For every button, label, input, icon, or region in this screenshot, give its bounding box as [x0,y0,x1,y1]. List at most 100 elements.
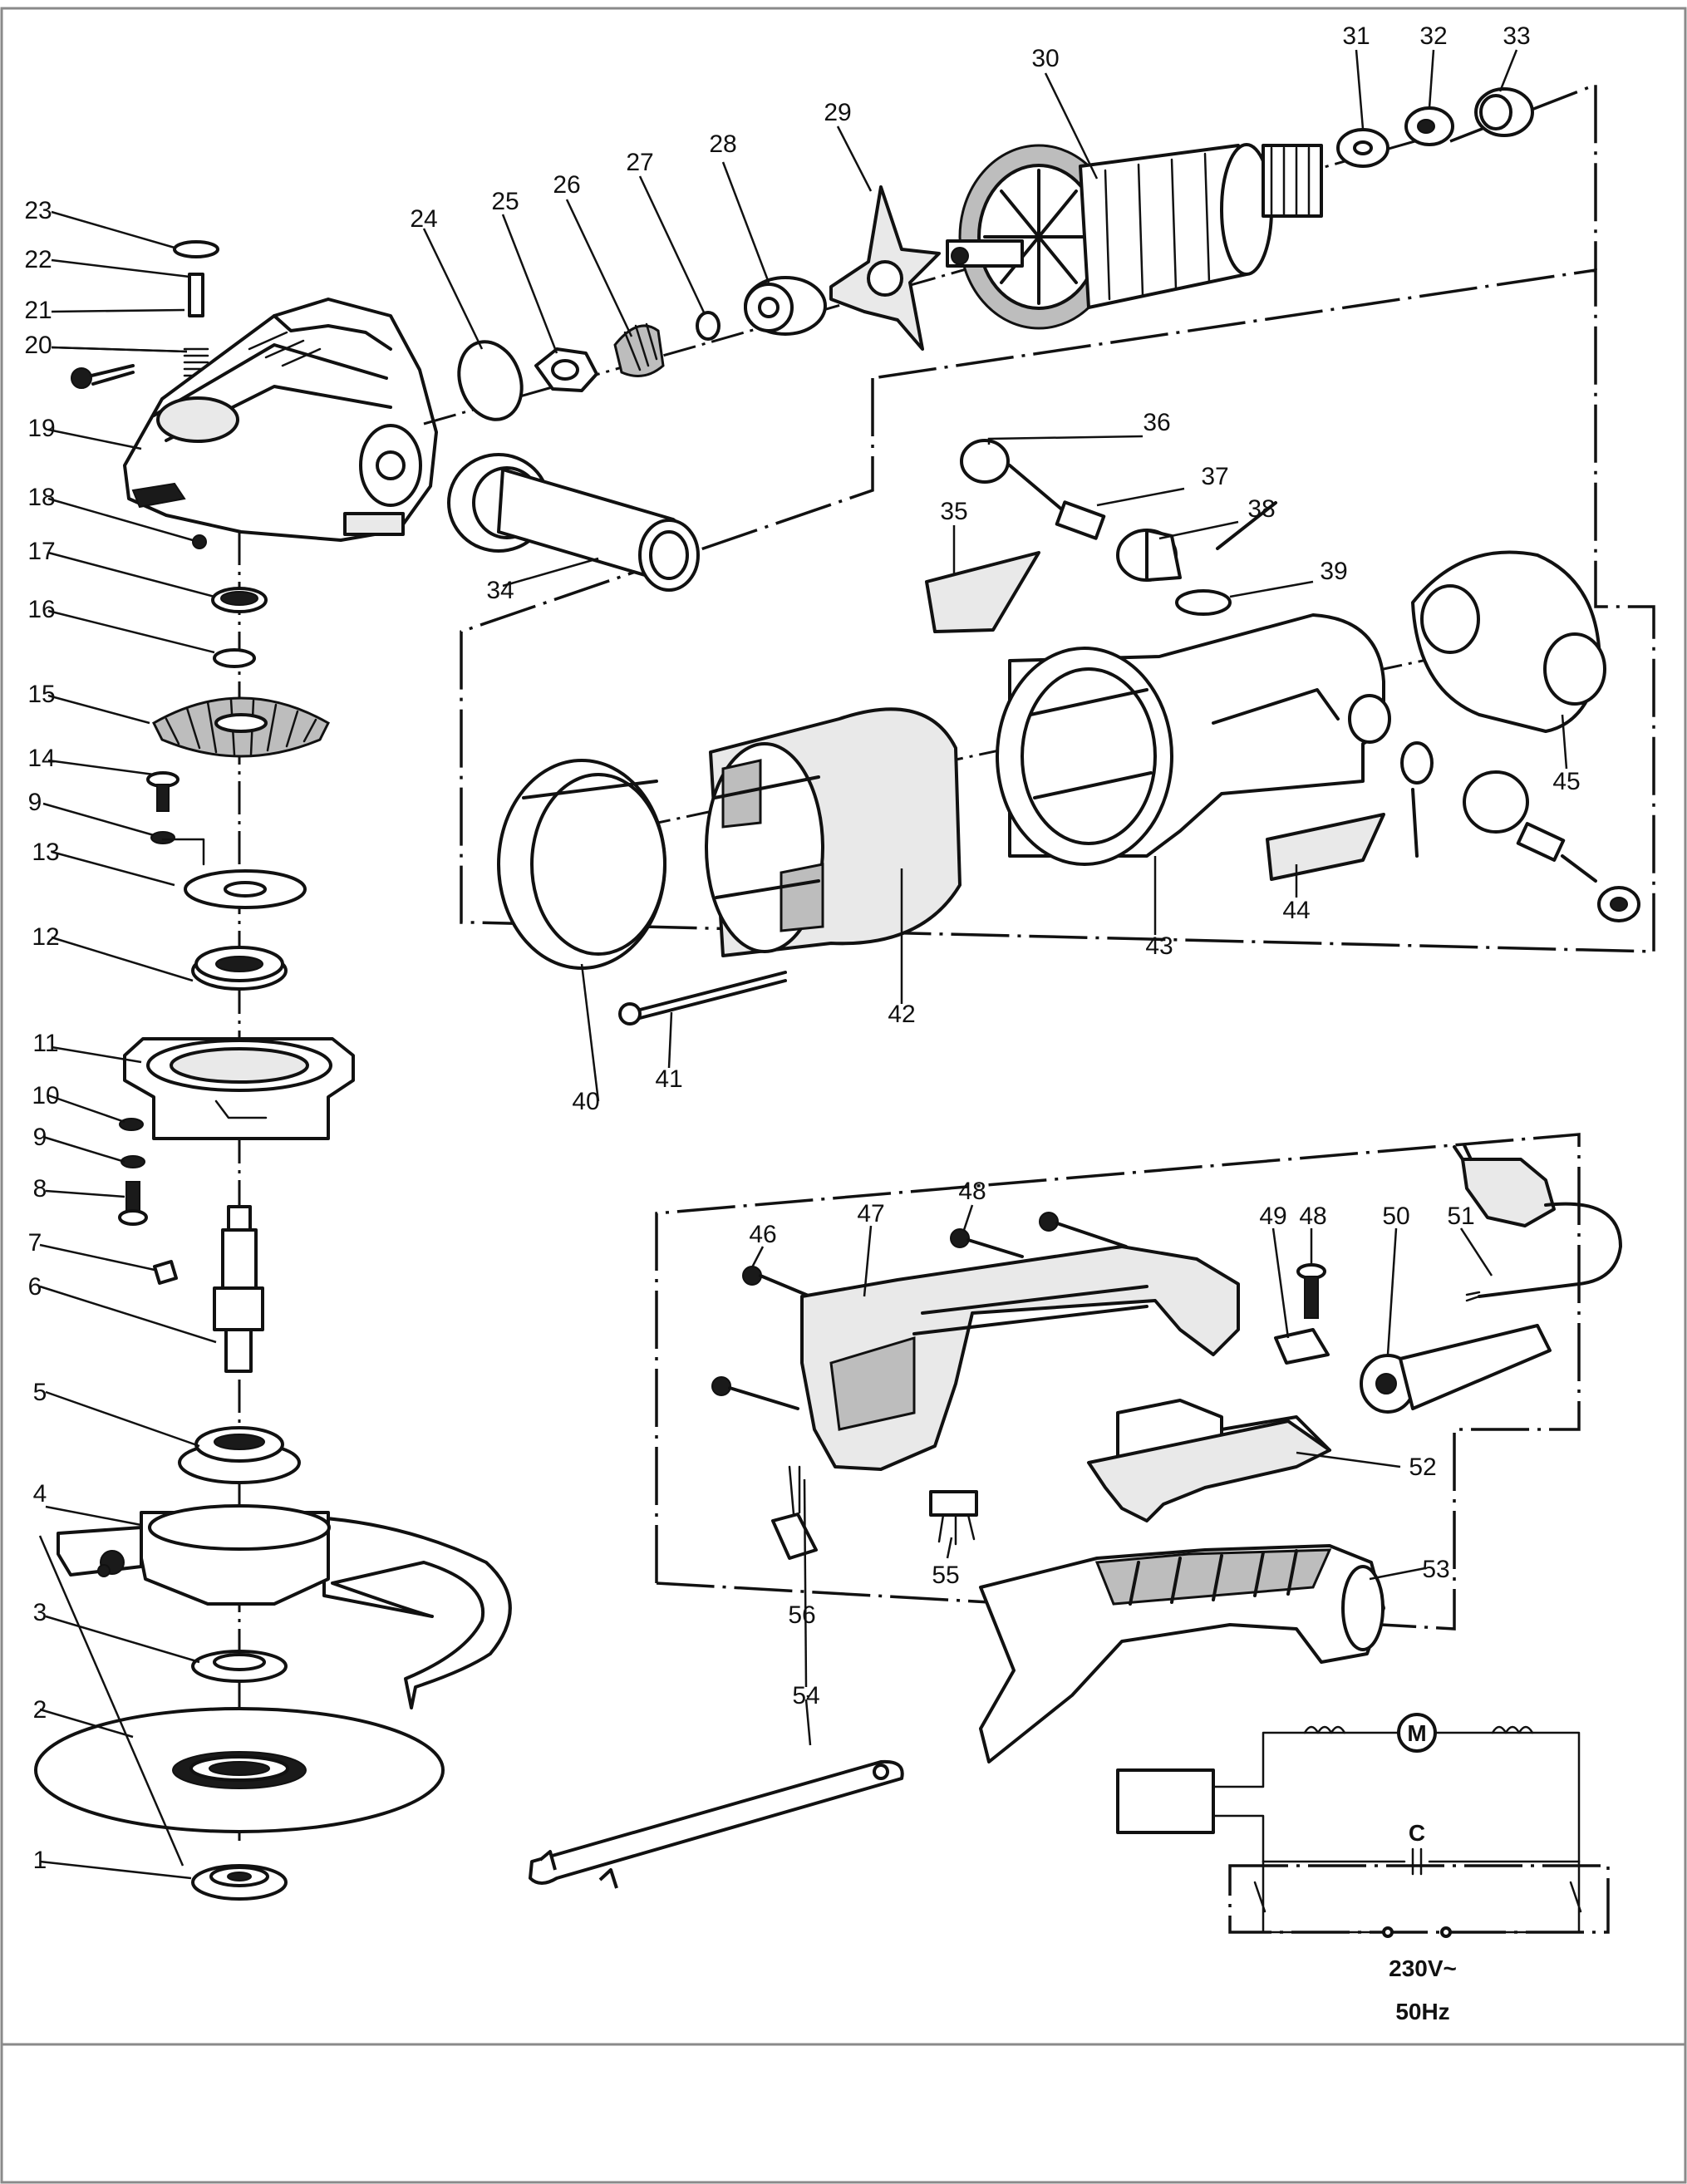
part-28-bearing [744,276,827,336]
label-part-41: 41 [655,1065,682,1093]
label-part-42: 42 [888,1001,915,1028]
part-41-stator-screw [618,971,787,1026]
part-36-brush-cap [960,439,1010,484]
part-7-key [153,1260,178,1285]
part-35-label [925,551,1040,633]
part-3-outer-flange [191,1650,288,1683]
label-part-50: 50 [1382,1203,1409,1230]
label-part-36: 36 [1143,409,1170,436]
label-part-48-top: 48 [958,1178,986,1205]
brush-wire-upper [1216,501,1277,550]
page-frame [0,7,1687,2184]
label-part-11: 11 [32,1030,58,1057]
motor-symbol [1397,1713,1437,1753]
part-25-nut [534,347,598,392]
label-part-4: 4 [33,1480,47,1508]
label-part-34: 34 [486,577,514,604]
part-36-spring-right [1561,854,1597,883]
label-part-37: 37 [1201,463,1228,490]
label-part-53: 53 [1422,1556,1449,1583]
part-26-pinion-gear [613,322,665,377]
part-39-o-ring [1175,589,1232,616]
part-54-spanner-wrench [529,1759,904,1889]
label-part-44: 44 [1282,897,1310,924]
label-part-16: 16 [27,596,55,623]
leader-lines [38,49,1568,1880]
part-14-screw [146,771,180,812]
part-12-bearing [191,946,288,991]
wiring-controller-box [1116,1768,1215,1834]
label-part-54: 54 [792,1682,819,1709]
label-part-23: 23 [24,197,52,224]
motor-label: M [1407,1720,1426,1746]
part-21-spring [183,347,209,377]
part-51-power-cord [1453,1144,1622,1302]
label-part-10: 10 [32,1082,59,1109]
label-part-18: 18 [27,484,55,511]
part-38-brush-holder-right [1463,770,1529,834]
part-9-washer-upper [150,831,175,844]
handle-group-outline [655,1133,1581,1631]
label-part-35: 35 [940,498,967,525]
part-4-wheel-guard [57,1504,512,1709]
label-part-51: 51 [1447,1203,1474,1230]
label-part-47: 47 [857,1200,884,1227]
label-part-55: 55 [932,1562,959,1589]
label-part-12: 12 [32,923,59,951]
part-17-bearing [211,587,268,613]
label-part-7: 7 [28,1229,42,1257]
field-coil-left [1303,1725,1346,1734]
part-19-gear-housing [123,298,438,542]
label-part-3: 3 [33,1599,47,1626]
field-coil-right [1491,1725,1534,1734]
label-part-28: 28 [709,130,736,158]
label-part-49: 49 [1259,1203,1286,1230]
part-56-capacitor [771,1465,818,1560]
part-30-armature [946,143,1323,330]
label-part-24: 24 [410,205,437,233]
part-50-cable-sleeve [1360,1324,1552,1414]
part-46-screw-lower [711,1376,799,1410]
part-23-cap [173,240,219,258]
part-55-suppressor [929,1490,978,1546]
label-part-43: 43 [1145,932,1173,960]
label-part-17: 17 [27,538,55,565]
part-11-bearing-flange [123,1037,355,1140]
part-48-screw [950,1228,1024,1258]
part-40-baffle-ring [497,759,666,970]
brush-cap-hole [1610,897,1628,912]
label-part-56: 56 [788,1601,815,1629]
label-part-9-lower: 9 [33,1124,47,1151]
label-part-40: 40 [572,1088,599,1115]
part-31-washer [1336,128,1389,168]
part-1-flange-nut [191,1864,288,1901]
switch-contacts-outline [1228,1864,1610,1934]
part-8-screw [118,1181,148,1226]
part-37-carbon-brush-right [1516,822,1566,862]
part-36-spring [1008,464,1065,513]
part-39-o-ring-right [1400,741,1434,785]
label-part-15: 15 [27,681,55,708]
brush-wire-lower [1411,788,1419,858]
label-part-21: 21 [24,297,52,324]
label-part-1: 1 [33,1847,47,1874]
wiring-diagram: M C 230V~ 50Hz [1116,1713,1610,2024]
label-part-31: 31 [1342,22,1370,50]
part-42-stator [705,707,962,957]
part-46-screw [742,1266,812,1298]
label-part-38: 38 [1247,495,1275,523]
part-16-circlip [213,648,256,668]
part-37-carbon-brush [1055,500,1106,540]
label-part-20: 20 [24,332,52,359]
part-53-handle-cover [979,1544,1385,1763]
part-48-screw-right [1296,1263,1326,1319]
label-part-52: 52 [1409,1454,1436,1481]
part-20-screw [71,364,135,389]
voltage-label: 230V~ [1389,1955,1457,1981]
part-49-cable-clamp [1274,1328,1330,1365]
part-47-handle-housing [800,1245,1240,1471]
label-part-48-right: 48 [1299,1203,1326,1230]
part-29-hub [867,260,903,297]
label-part-26: 26 [553,171,580,199]
part-10-washer [119,1118,144,1131]
